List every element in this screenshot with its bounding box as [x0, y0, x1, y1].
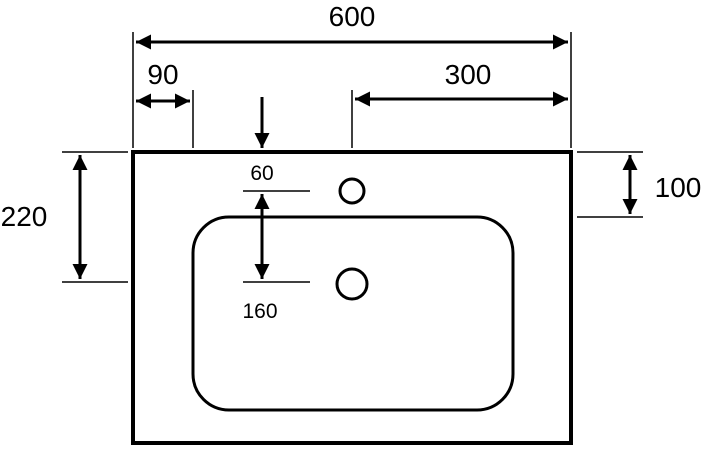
extension-lines: [62, 32, 643, 283]
drain-hole: [335, 267, 369, 301]
label-100: 100: [655, 172, 702, 203]
basin-bowl-outline: [191, 215, 515, 412]
label-300: 300: [445, 59, 492, 90]
label-90: 90: [147, 59, 178, 90]
label-220: 220: [1, 201, 48, 232]
tap-hole: [338, 177, 366, 205]
label-160: 160: [242, 300, 277, 323]
label-60: 60: [250, 162, 273, 185]
label-600: 600: [329, 1, 376, 32]
basin-outer-outline: [131, 150, 573, 445]
